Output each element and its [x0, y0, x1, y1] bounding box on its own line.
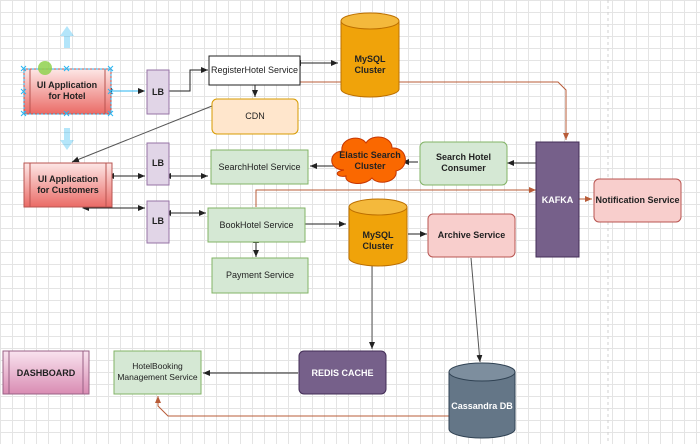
notification-service-node[interactable]: Notification Service	[593, 178, 682, 223]
edges	[71, 60, 536, 376]
payment-label: Payment Service	[226, 270, 294, 280]
archive-label: Archive Service	[438, 230, 506, 240]
edge-cassandra-management	[155, 396, 458, 417]
dashboard-node[interactable]: DASHBOARD	[2, 350, 90, 395]
payment-service-node[interactable]: Payment Service	[211, 257, 309, 294]
management-label-2: Management Service	[117, 372, 198, 382]
search-hotel-label: SearchHotel Service	[218, 162, 300, 172]
edge-cdn-uicustomers	[71, 105, 213, 163]
kafka-node[interactable]: KAFKA	[535, 141, 580, 258]
notification-label: Notification Service	[595, 195, 679, 205]
cdn-label: CDN	[245, 111, 265, 121]
mysql-1-label-2: Cluster	[354, 65, 386, 75]
lb-1-node[interactable]: LB	[146, 69, 170, 115]
lb-2-node[interactable]: LB	[146, 142, 170, 186]
consumer-label-2: Consumer	[441, 163, 486, 173]
selection-handles[interactable]	[20, 65, 114, 117]
book-hotel-service-node[interactable]: BookHotel Service	[207, 207, 306, 243]
register-hotel-label: RegisterHotel Service	[211, 65, 298, 75]
book-hotel-label: BookHotel Service	[219, 220, 293, 230]
edge-lb1-register	[169, 67, 208, 92]
dashboard-label: DASHBOARD	[17, 368, 76, 378]
edge-archive-cassandra	[470, 257, 483, 363]
elastic-label-1: Elastic Search	[339, 150, 401, 160]
register-hotel-service-node[interactable]: RegisterHotel Service	[208, 55, 301, 86]
ui-hotel-label-1: UI Application	[37, 80, 97, 90]
redis-cache-node[interactable]: REDIS CACHE	[298, 350, 387, 395]
ui-customers-label-2: for Customers	[37, 185, 99, 195]
hotel-booking-management-node[interactable]: HotelBooking Management Service	[113, 350, 202, 395]
management-label-1: HotelBooking	[132, 361, 183, 371]
lb-3-node[interactable]: LB	[146, 200, 170, 244]
mysql-1-label-1: MySQL	[354, 54, 386, 64]
cdn-node[interactable]: CDN	[211, 98, 299, 135]
elastic-label-2: Cluster	[354, 161, 386, 171]
cassandra-db-node[interactable]: Cassandra DB	[448, 362, 516, 439]
search-hotel-consumer-node[interactable]: Search Hotel Consumer	[419, 141, 508, 186]
rotation-handle[interactable]	[38, 61, 52, 75]
elastic-search-cluster-node[interactable]: Elastic Search Cluster	[331, 136, 406, 184]
ui-hotel-label-2: for Hotel	[49, 91, 86, 101]
archive-service-node[interactable]: Archive Service	[427, 213, 516, 258]
edge-register-kafka	[300, 81, 569, 140]
consumer-label-1: Search Hotel	[436, 152, 491, 162]
lb-2-label: LB	[152, 158, 164, 168]
ui-application-hotel-node[interactable]: UI Application for Hotel	[23, 68, 112, 115]
ui-application-customers-node[interactable]: UI Application for Customers	[23, 162, 113, 208]
lb-1-label: LB	[152, 87, 164, 97]
lb-3-label: LB	[152, 216, 164, 226]
cassandra-label: Cassandra DB	[451, 401, 513, 411]
selection-move-arrows[interactable]	[60, 26, 74, 150]
search-hotel-service-node[interactable]: SearchHotel Service	[210, 149, 309, 185]
redis-label: REDIS CACHE	[311, 368, 373, 378]
edge-book-kafka	[255, 187, 536, 207]
orange-edges	[155, 81, 592, 417]
mysql-2-label-1: MySQL	[362, 230, 394, 240]
mysql-cluster-1-node[interactable]: MySQL Cluster	[340, 12, 400, 98]
ui-customers-label-1: UI Application	[38, 174, 98, 184]
kafka-label: KAFKA	[542, 195, 574, 205]
mysql-cluster-2-node[interactable]: MySQL Cluster	[348, 198, 408, 267]
mysql-2-label-2: Cluster	[362, 241, 394, 251]
